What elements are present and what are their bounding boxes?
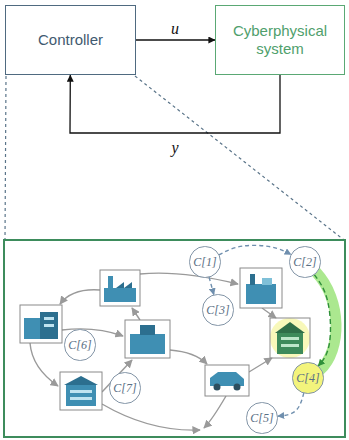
- controller-label: C[5]: [250, 412, 273, 424]
- icon-frame: [100, 270, 140, 306]
- controller-circle: C[5]: [246, 402, 277, 433]
- window-row: [44, 324, 54, 327]
- window-row: [70, 397, 92, 400]
- signal-arrow: [70, 75, 280, 133]
- roof: [64, 376, 98, 385]
- chimney: [108, 276, 113, 289]
- icon-frame: [205, 365, 249, 396]
- building: [24, 318, 40, 339]
- wheel: [214, 384, 221, 391]
- signal-label: u: [169, 20, 181, 38]
- controller-label: C[2]: [293, 256, 316, 268]
- building: [277, 332, 303, 354]
- coupling-arrow: [102, 404, 200, 430]
- plant-icon: [100, 270, 140, 306]
- signal-arrow: [136, 39, 215, 40]
- coupling-arrow: [262, 308, 276, 318]
- coupling-arrow: [140, 273, 238, 284]
- plant-top: [140, 325, 155, 335]
- coupling-arrow: [30, 343, 58, 386]
- plant-body: [246, 284, 276, 304]
- controller-label: C[6]: [68, 339, 91, 351]
- plant-tank: [262, 278, 272, 285]
- block-box: Controller: [5, 5, 136, 75]
- icon-frame: [20, 305, 62, 343]
- block-label: Controller: [38, 31, 103, 49]
- car-body: [210, 372, 244, 386]
- wheel: [234, 384, 241, 391]
- highlight-glow: [270, 318, 310, 358]
- factory-body: [104, 288, 136, 302]
- factory-roof: [116, 282, 132, 288]
- plant-icon: [20, 305, 62, 343]
- communication-link: [209, 277, 214, 295]
- building: [40, 312, 58, 339]
- window-row: [281, 344, 299, 347]
- icon-frame: [60, 372, 102, 410]
- coupling-arrow: [249, 358, 272, 372]
- coupling-arrow: [60, 290, 100, 304]
- controller-circle: C[6]: [64, 329, 95, 360]
- coupling-arrow: [204, 396, 226, 428]
- plant-icon: [240, 268, 282, 308]
- icon-frame: [270, 318, 310, 358]
- window-row: [70, 390, 92, 393]
- zoom-line: [135, 76, 344, 240]
- coupling-arrow: [170, 350, 207, 364]
- plant-body: [130, 334, 165, 354]
- roof: [275, 322, 305, 333]
- zoom-line: [5, 76, 6, 240]
- plant-icon: [60, 372, 102, 410]
- coupling-arrow: [132, 308, 140, 320]
- communication-link: [219, 245, 291, 255]
- communication-link: [314, 275, 330, 366]
- window-row: [281, 337, 299, 340]
- communication-link: [278, 393, 304, 416]
- controller-label: C[7]: [113, 382, 136, 394]
- window-row: [44, 317, 54, 320]
- controller-circle: C[1]: [189, 246, 220, 277]
- building: [66, 384, 96, 406]
- plant-icon: [270, 318, 310, 358]
- controller-circle: C[2]: [289, 246, 320, 277]
- block-box: Cyberphysical system: [215, 5, 345, 75]
- controller-circle: C[4]: [292, 362, 323, 393]
- signal-label: y: [169, 139, 180, 157]
- vehicle-icon: [205, 365, 249, 396]
- controller-circle: C[7]: [109, 372, 140, 403]
- coupling-arrows: [30, 273, 276, 430]
- controller-circle: C[3]: [202, 294, 233, 325]
- system-frame: [4, 240, 345, 437]
- chimney: [250, 274, 255, 285]
- icon-frame: [240, 268, 282, 308]
- controller-label: C[4]: [296, 372, 319, 384]
- plant-icon: [125, 320, 170, 358]
- icon-frame: [125, 320, 170, 358]
- block-label: Cyberphysical system: [223, 22, 337, 58]
- controller-label: C[3]: [206, 304, 229, 316]
- controller-label: C[1]: [193, 256, 216, 268]
